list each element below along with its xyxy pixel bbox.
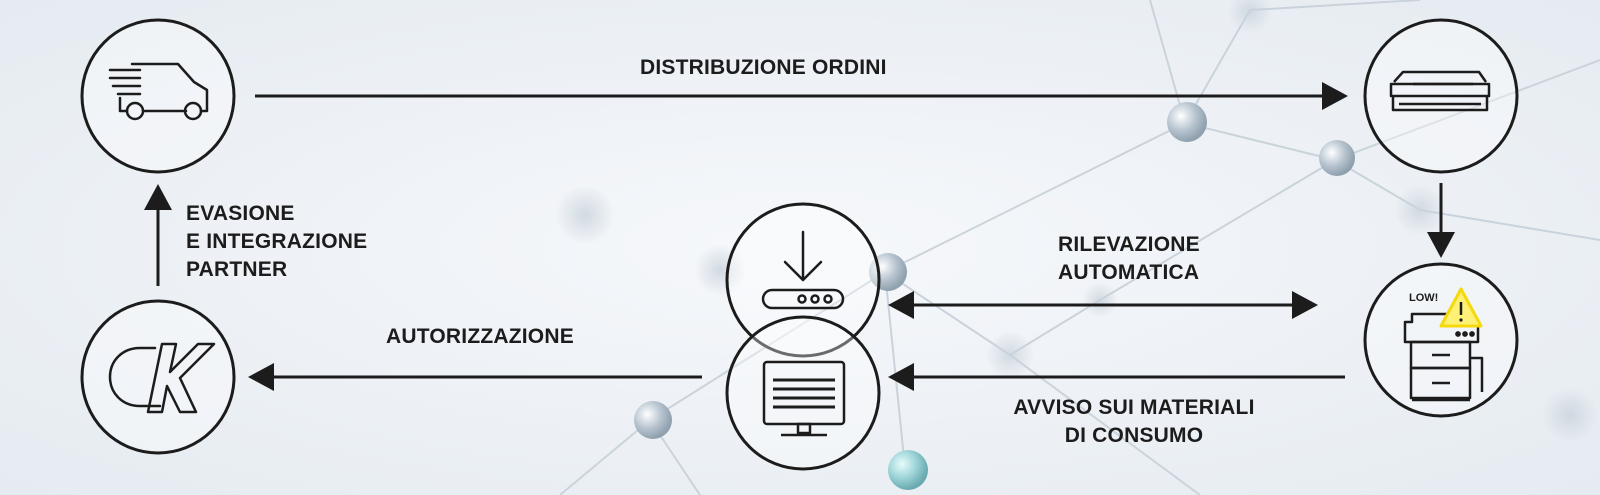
label-rilevazione-line2: AUTOMATICA [1058, 261, 1200, 284]
label-evasione-line1: EVASIONE [186, 202, 295, 225]
warning-icon [1439, 287, 1483, 328]
label-rilevazione-line1: RILEVAZIONE [1058, 233, 1200, 256]
label-rilevazione: RILEVAZIONE AUTOMATICA [1058, 231, 1200, 287]
arrowhead-toner-to-printer [1427, 232, 1455, 258]
download-router-icon [761, 230, 845, 310]
arrowhead-evasione [144, 184, 172, 210]
label-evasione-line3: PARTNER [186, 258, 288, 281]
node-router [725, 202, 881, 358]
arrows [144, 82, 1455, 391]
label-evasione: EVASIONE E INTEGRAZIONE PARTNER [186, 200, 367, 284]
node-printer [1363, 262, 1519, 418]
label-avviso: AVVISO SUI MATERIALI DI CONSUMO [1003, 394, 1265, 450]
node-delivery [80, 18, 236, 174]
arrowhead-rilevazione-right [1292, 291, 1318, 319]
node-toner [1363, 18, 1519, 174]
low-badge: LOW! [1409, 292, 1439, 304]
label-autorizzazione: AUTORIZZAZIONE [386, 325, 574, 348]
toner-cartridge-icon [1389, 70, 1491, 112]
label-evasione-line2: E INTEGRAZIONE [186, 230, 368, 253]
node-logo [80, 299, 236, 455]
network-blur-nodes [555, 0, 1598, 443]
node-monitor [725, 315, 881, 471]
printer-copier-icon [1403, 312, 1484, 402]
monitor-icon [762, 360, 846, 437]
label-avviso-line1: AVVISO SUI MATERIALI [1013, 396, 1255, 419]
label-avviso-line2: DI CONSUMO [1064, 424, 1204, 447]
arrowhead-distribuzione [1322, 82, 1348, 110]
delivery-truck-icon [108, 62, 209, 121]
arrowhead-autorizzazione [248, 363, 274, 391]
network-balls [634, 102, 1355, 490]
k-logo-icon [108, 342, 216, 414]
arrowhead-avviso [888, 363, 914, 391]
arrowhead-rilevazione-left [888, 291, 914, 319]
